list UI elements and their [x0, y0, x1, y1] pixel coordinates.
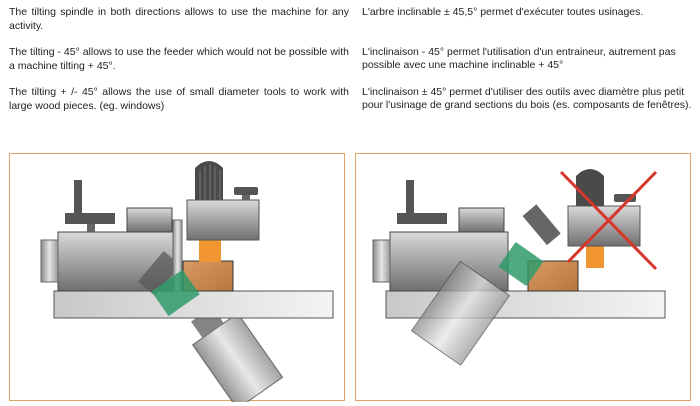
handwheel-shaft	[406, 180, 414, 213]
cutting-tool	[151, 269, 200, 317]
english-paragraph-1: The tilting spindle in both directions a…	[9, 6, 349, 32]
rear-cylinder	[372, 239, 391, 283]
tilted-spindle-motor	[410, 260, 511, 366]
feeder-motor	[576, 169, 604, 206]
french-paragraph-1: L'arbre inclinable ± 45,5° permet d'exéc…	[362, 6, 644, 18]
illustration-tilt-plus	[355, 153, 691, 401]
feeder-motor	[195, 161, 223, 200]
french-paragraph-2: L'inclinaison - 45° permet l'utilisation…	[362, 45, 676, 72]
top-block	[126, 207, 173, 233]
top-block	[458, 207, 505, 233]
handwheel	[397, 213, 447, 224]
english-paragraph-3: The tilting + /- 45° allows the use of s…	[9, 86, 349, 112]
machine-diagram-left	[40, 161, 334, 402]
english-text: The tilting spindle in both directions a…	[9, 6, 349, 126]
french-text: L'arbre inclinable ± 45,5° permet d'exéc…	[362, 6, 697, 126]
feeder-spindle	[586, 246, 604, 268]
cross-icon	[559, 170, 658, 271]
feeder-spindle	[199, 240, 221, 262]
cutting-tool	[498, 241, 544, 287]
feeder-box	[186, 199, 260, 241]
rear-cylinder	[40, 239, 59, 283]
english-paragraph-2: The tilting - 45° allows to use the feed…	[9, 46, 349, 72]
handwheel	[65, 213, 115, 224]
illustration-tilt-minus	[9, 153, 345, 402]
machine-diagram-right	[372, 169, 666, 366]
french-paragraph-3: L'inclinaison ± 45° permet d'utiliser de…	[362, 85, 692, 112]
feeder-knob	[234, 187, 258, 195]
handwheel-shaft	[74, 180, 82, 213]
